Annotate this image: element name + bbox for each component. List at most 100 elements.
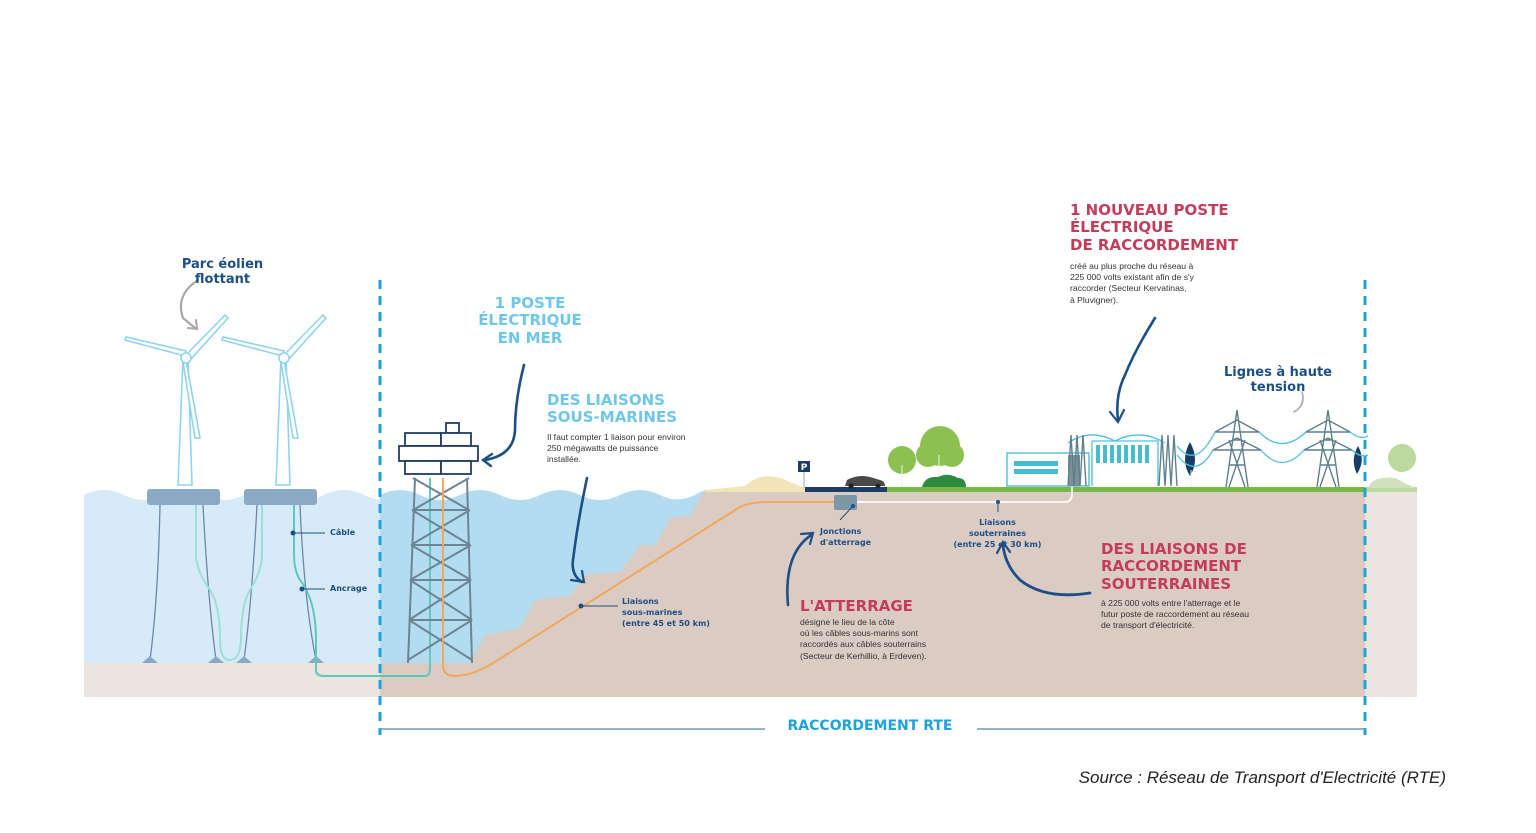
landing-junctions-label: Jonctions d'atterrage xyxy=(820,527,871,549)
tree-far-right xyxy=(1368,444,1416,488)
arrow-wind-park-head xyxy=(187,319,199,331)
landing-junctions-line1: Jonctions xyxy=(820,527,862,536)
landing-title: L'ATTERRAGE xyxy=(800,597,913,615)
arrow-offshore-substation-head xyxy=(480,452,494,468)
road xyxy=(805,487,887,492)
wind-park-label-line2: flottant xyxy=(194,271,251,287)
landing-desc-line1: désigne le lieu de la côte xyxy=(800,617,895,627)
submarine-links-description: Il faut compter 1 liaison pour environ 2… xyxy=(547,432,686,466)
sea-open xyxy=(84,490,404,665)
underground-callout xyxy=(996,500,1000,512)
offshore-substation-label: 1 POSTE ÉLECTRIQUE EN MER xyxy=(470,294,590,347)
landing-desc-line2: où les câbles sous-marins sont xyxy=(800,628,918,639)
substation-building xyxy=(1006,452,1090,487)
anchoring-callout xyxy=(299,586,325,592)
offshore-substation xyxy=(398,422,479,475)
ground-right xyxy=(1365,490,1417,697)
substation-equipment xyxy=(1067,434,1166,486)
parking-sign: P xyxy=(798,461,810,488)
arrow-landing-head xyxy=(799,531,815,546)
float-1 xyxy=(147,489,220,505)
underground-links-title: DES LIAISONS DE RACCORDEMENT SOUTERRAINE… xyxy=(1101,540,1247,593)
submarine-links-desc-line2: 250 mégawatts de puissance xyxy=(547,443,659,454)
submarine-links-desc-line1: Il faut compter 1 liaison pour environ xyxy=(547,432,686,442)
new-substation-title-line3: DE RACCORDEMENT xyxy=(1070,235,1239,254)
underground-links-description: à 225 000 volts entre l'atterrage et le … xyxy=(1101,598,1249,632)
new-substation-description: créé au plus proche du réseau à 225 000 … xyxy=(1070,261,1194,306)
underground-links-title-line2: RACCORDEMENT xyxy=(1101,557,1242,576)
rte-span-label: RACCORDEMENT RTE xyxy=(787,718,953,734)
offshore-substation-line2: ÉLECTRIQUE xyxy=(478,311,582,330)
wind-park-label-line1: Parc éolien xyxy=(181,257,264,272)
underground-cable-line2: (entre 25 et 30 km) xyxy=(953,539,1042,549)
submarine-cable-callout xyxy=(578,603,618,609)
new-substation-desc-line4: à Pluvigner). xyxy=(1070,294,1119,305)
underground-links-title-line1: DES LIAISONS DE xyxy=(1101,540,1247,558)
underground-links-desc-line1: à 225 000 volts entre l'atterrage et le xyxy=(1101,598,1241,608)
arrow-submarine-links xyxy=(571,476,589,584)
underground-cable-label: Liaisons souterraines (entre 25 et 30 km… xyxy=(950,518,1045,550)
underground-links-desc-line2: futur poste de raccordement au réseau xyxy=(1101,609,1250,620)
pylon-1 xyxy=(1212,409,1262,488)
submarine-links-title-line1: DES LIAISONS xyxy=(547,391,665,409)
gantry-towers xyxy=(1067,434,1178,487)
hv-lines-label: Lignes à haute tension xyxy=(1218,365,1338,396)
arrows xyxy=(179,278,1304,607)
submarine-cable-label: Liaisons sous-marines (entre 45 et 50 km… xyxy=(622,597,710,629)
submarine-links-title-line2: SOUS-MARINES xyxy=(547,408,678,427)
new-substation-desc-line2: 225 000 volts existant afin de s'y xyxy=(1070,272,1194,283)
float-2 xyxy=(244,489,317,505)
landing-desc-line4: (Secteur de Kerhillio, à Erdeven). xyxy=(800,650,927,661)
substation-jacket xyxy=(407,477,473,664)
submarine-cable xyxy=(442,478,840,678)
source-caption: Source : Réseau de Transport d'Electrici… xyxy=(1078,768,1446,787)
wind-turbine-2 xyxy=(220,313,328,486)
arrow-offshore-substation xyxy=(483,363,526,462)
offshore-substation-line1: 1 POSTE xyxy=(494,294,566,312)
arrow-submarine-links-head xyxy=(569,569,586,584)
hv-lines-label-line2: tension xyxy=(1250,379,1306,395)
arrow-underground-links xyxy=(1001,543,1092,597)
arrow-new-substation xyxy=(1116,316,1157,422)
new-substation-title-line2: ÉLECTRIQUE xyxy=(1070,218,1174,237)
arrow-underground-links-head xyxy=(995,539,1012,555)
grass-strip xyxy=(887,487,1365,492)
offshore-substation-line3: EN MER xyxy=(497,328,563,347)
landing-description: désigne le lieu de la côte où les câbles… xyxy=(800,617,927,662)
grass-strip-far xyxy=(1365,487,1417,492)
wind-park-label: Parc éolien flottant xyxy=(165,257,280,288)
trees-coast xyxy=(888,426,966,487)
underground-links-title-line3: SOUTERRAINES xyxy=(1101,574,1232,593)
arrow-wind-park xyxy=(179,278,200,330)
car xyxy=(845,476,885,489)
anchoring-label: Ancrage xyxy=(330,584,368,593)
cable-callout xyxy=(290,530,325,536)
power-lines xyxy=(1176,431,1369,467)
junction-callout xyxy=(839,504,855,521)
export-cable-teal xyxy=(293,478,431,677)
ground xyxy=(380,490,1365,697)
seabed-left xyxy=(84,663,380,697)
hv-lines-label-line1: Lignes à haute xyxy=(1224,365,1332,380)
landing-desc-line3: raccordés aux câbles souterrains xyxy=(800,639,927,650)
submarine-links-desc-line3: installée. xyxy=(547,454,581,465)
new-substation-desc-line1: créé au plus proche du réseau à xyxy=(1070,261,1194,271)
new-substation-title: 1 NOUVEAU POSTE ÉLECTRIQUE DE RACCORDEME… xyxy=(1070,201,1239,254)
pylon-2 xyxy=(1303,409,1353,488)
inter-array-cable xyxy=(195,505,263,662)
sand-dune xyxy=(705,476,805,492)
underground-cable xyxy=(857,485,1073,503)
landing-junctions-line2: d'atterrage xyxy=(820,537,872,547)
arrow-landing xyxy=(786,532,814,607)
submarine-links-title: DES LIAISONS SOUS-MARINES xyxy=(547,391,678,427)
new-substation-desc-line3: raccorder (Secteur Kervatinas, xyxy=(1070,283,1187,294)
submarine-cable-label-line2: sous-marines xyxy=(622,607,683,617)
new-substation-title-line1: 1 NOUVEAU POSTE xyxy=(1070,201,1229,219)
parking-sign-letter: P xyxy=(801,463,808,473)
underground-cable-line1: Liaisons souterraines xyxy=(968,518,1027,538)
submarine-cable-label-line1: Liaisons xyxy=(622,597,659,606)
submarine-cable-label-line3: (entre 45 et 50 km) xyxy=(622,618,710,628)
arrow-new-substation-head xyxy=(1108,408,1126,425)
cable-label: Câble xyxy=(330,528,356,537)
